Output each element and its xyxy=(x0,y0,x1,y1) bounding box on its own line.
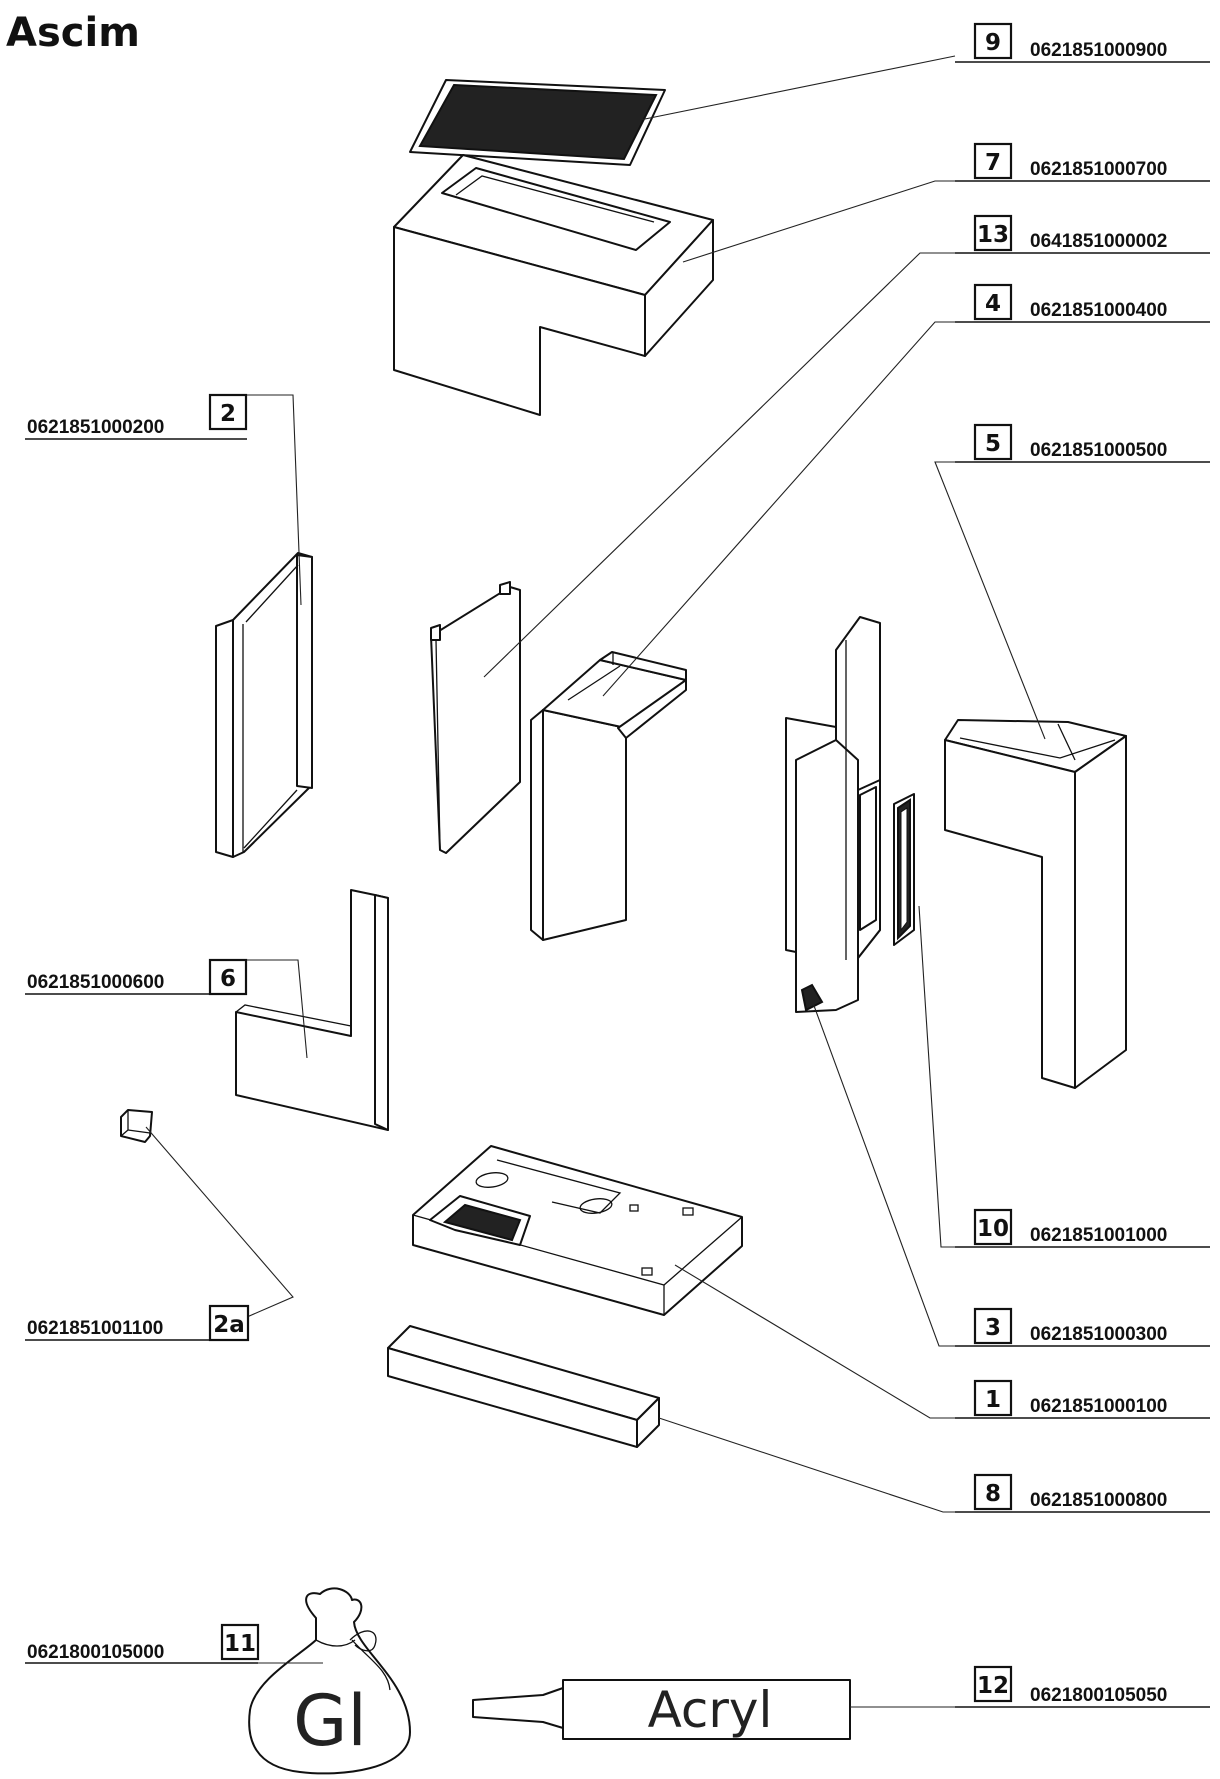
callout-11: 11 0621800105000 xyxy=(25,1623,260,1664)
callout-10-part-number: 0621851001000 xyxy=(1030,1225,1167,1246)
part-4-ledge-panel xyxy=(530,651,687,941)
callout-3-number: 3 xyxy=(985,1315,1001,1341)
glue-bag-label: Gl xyxy=(293,1680,367,1762)
callout-2a-part-number: 0621851001100 xyxy=(27,1318,163,1339)
part-13-thin-panel xyxy=(430,581,521,854)
callout-5: 5 0621851000500 xyxy=(955,423,1210,463)
callout-1: 1 0621851000100 xyxy=(955,1379,1210,1419)
part-9-baffle-plate xyxy=(409,79,666,166)
callout-6: 6 0621851000600 xyxy=(25,958,248,996)
part-5-right-block xyxy=(944,719,1127,1089)
callout-7-part-number: 0621851000700 xyxy=(1030,159,1167,180)
leader-lines xyxy=(145,55,1046,1708)
callout-8-number: 8 xyxy=(985,1481,1001,1507)
callout-4-part-number: 0621851000400 xyxy=(1030,300,1167,321)
callout-9-number: 9 xyxy=(985,30,1001,56)
callout-13-number: 13 xyxy=(977,222,1009,248)
brand-title: Ascim xyxy=(6,10,140,56)
callout-2: 2 0621851000200 xyxy=(25,393,248,440)
part-12-acryl-tube: Acryl xyxy=(472,1679,851,1740)
part-2-left-side-panel xyxy=(215,552,313,858)
part-3-back-panel xyxy=(785,616,881,1013)
callout-5-number: 5 xyxy=(985,431,1001,457)
callout-9-part-number: 0621851000900 xyxy=(1030,40,1167,61)
callout-2a-number: 2a xyxy=(213,1312,245,1338)
callout-7-number: 7 xyxy=(985,150,1001,176)
callout-8: 8 0621851000800 xyxy=(955,1473,1210,1513)
callout-4-number: 4 xyxy=(985,291,1001,317)
part-11-glue-bag: Gl xyxy=(248,1587,411,1775)
callout-1-number: 1 xyxy=(985,1387,1001,1413)
part-10-frame xyxy=(893,793,915,946)
part-8-long-bar xyxy=(387,1325,660,1448)
callout-11-number: 11 xyxy=(224,1631,256,1657)
callout-2-number: 2 xyxy=(220,401,236,427)
callout-8-part-number: 0621851000800 xyxy=(1030,1490,1167,1511)
part-1-base-plate xyxy=(412,1145,743,1316)
tube-label: Acryl xyxy=(648,1681,773,1739)
part-7-top-block xyxy=(393,154,714,416)
callout-13-part-number: 0641851000002 xyxy=(1030,231,1167,252)
callout-4: 4 0621851000400 xyxy=(955,283,1210,323)
callout-12-number: 12 xyxy=(977,1673,1009,1699)
callout-11-part-number: 0621800105000 xyxy=(27,1642,164,1663)
callout-2a: 2a 0621851001100 xyxy=(25,1304,250,1342)
callout-10: 10 0621851001000 xyxy=(955,1208,1210,1248)
callout-3-part-number: 0621851000300 xyxy=(1030,1324,1167,1345)
callout-2-part-number: 0621851000200 xyxy=(27,417,164,438)
callout-6-part-number: 0621851000600 xyxy=(27,972,164,993)
callout-7: 7 0621851000700 xyxy=(955,142,1210,182)
callout-13: 13 0641851000002 xyxy=(955,214,1210,254)
callout-6-number: 6 xyxy=(220,966,236,992)
callout-3: 3 0621851000300 xyxy=(955,1307,1210,1347)
part-6-l-panel xyxy=(235,889,389,1131)
part-2a-small-block xyxy=(120,1109,153,1143)
callout-1-part-number: 0621851000100 xyxy=(1030,1396,1167,1417)
callout-5-part-number: 0621851000500 xyxy=(1030,440,1167,461)
callout-12: 12 0621800105050 xyxy=(955,1665,1210,1708)
callout-9: 9 0621851000900 xyxy=(955,22,1210,63)
callout-12-part-number: 0621800105050 xyxy=(1030,1685,1167,1706)
callout-10-number: 10 xyxy=(977,1216,1009,1242)
